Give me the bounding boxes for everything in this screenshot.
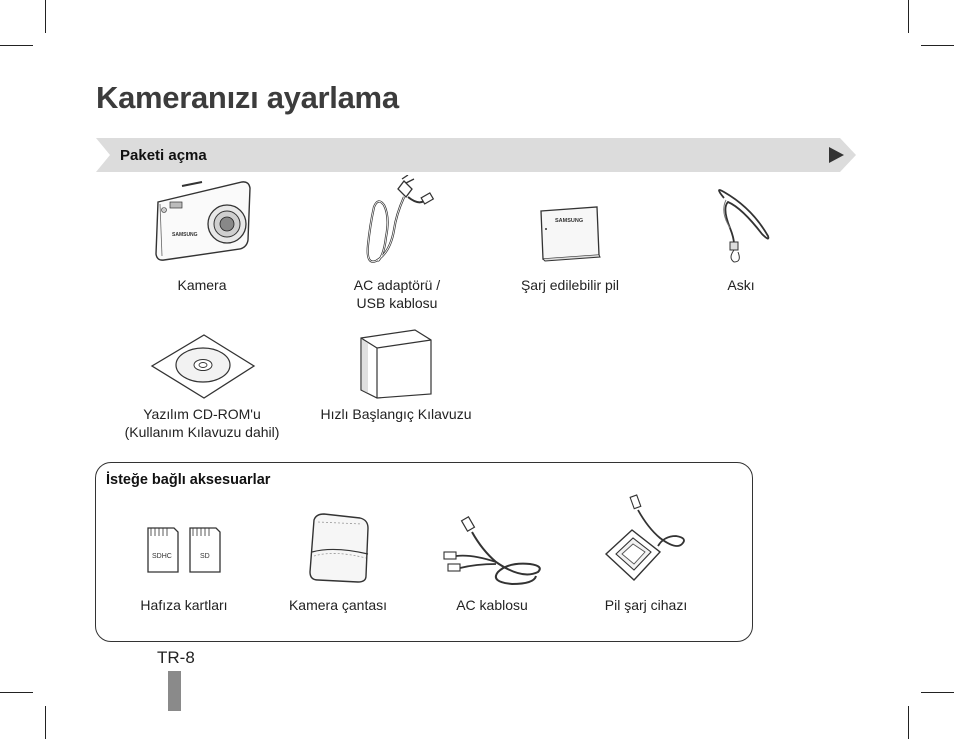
cd-rom-icon bbox=[150, 334, 256, 399]
crop-mark bbox=[921, 45, 954, 46]
section-header-bar bbox=[96, 138, 856, 172]
card-label-sdhc: SDHC bbox=[152, 553, 172, 560]
crop-mark bbox=[908, 706, 909, 739]
item-label-ac-adapter: AC adaptörü / USB kablosu bbox=[332, 276, 462, 312]
item-label-memory-cards: Hafıza kartları bbox=[140, 597, 228, 613]
optional-accessories-box bbox=[95, 462, 753, 642]
section-title: Paketi açma bbox=[120, 147, 207, 164]
item-label-strap: Askı bbox=[727, 277, 755, 293]
battery-charger-icon bbox=[604, 494, 685, 581]
crop-mark bbox=[0, 692, 33, 693]
item-label-battery-charger: Pil şarj cihazı bbox=[604, 597, 688, 613]
crop-mark bbox=[908, 0, 909, 33]
item-label-av-cable: AC kablosu bbox=[456, 597, 528, 613]
page-title: Kameranızı ayarlama bbox=[96, 80, 399, 115]
camera-case-icon bbox=[309, 513, 369, 583]
item-label-line: Yazılım CD-ROM'u bbox=[143, 406, 261, 422]
page-tab-marker bbox=[168, 671, 181, 711]
svg-text:SAMSUNG: SAMSUNG bbox=[172, 232, 198, 238]
battery-brand: SAMSUNG bbox=[555, 218, 583, 224]
optional-accessories-title: İsteğe bağlı aksesuarlar bbox=[106, 472, 271, 488]
crop-mark bbox=[45, 706, 46, 739]
arrow-right-icon bbox=[829, 147, 844, 163]
item-label-quick-start: Hızlı Başlangıç Kılavuzu bbox=[320, 406, 472, 422]
crop-mark bbox=[45, 0, 46, 33]
quick-start-manual-icon bbox=[360, 329, 432, 399]
memory-card-icon: SDHC SD bbox=[147, 527, 221, 573]
ac-adapter-usb-cable-icon bbox=[366, 175, 435, 263]
item-label-line: (Kullanım Kılavuzu dahil) bbox=[124, 424, 280, 440]
card-label-sd: SD bbox=[200, 553, 210, 560]
item-label-line: USB kablosu bbox=[356, 295, 438, 311]
camera-icon: SAMSUNG bbox=[155, 181, 251, 261]
crop-mark bbox=[0, 45, 33, 46]
av-cable-icon bbox=[443, 515, 541, 586]
crop-mark bbox=[921, 692, 954, 693]
item-label-camera: Kamera bbox=[177, 277, 227, 293]
rechargeable-battery-icon: SAMSUNG bbox=[540, 206, 601, 262]
item-label-cd-rom: Yazılım CD-ROM'u (Kullanım Kılavuzu dahi… bbox=[112, 405, 292, 441]
item-label-line: AC adaptörü / bbox=[353, 277, 441, 293]
item-label-battery: Şarj edilebilir pil bbox=[520, 277, 620, 293]
item-label-camera-case: Kamera çantası bbox=[288, 597, 388, 613]
page-number: TR-8 bbox=[157, 648, 195, 667]
strap-icon bbox=[718, 189, 770, 263]
